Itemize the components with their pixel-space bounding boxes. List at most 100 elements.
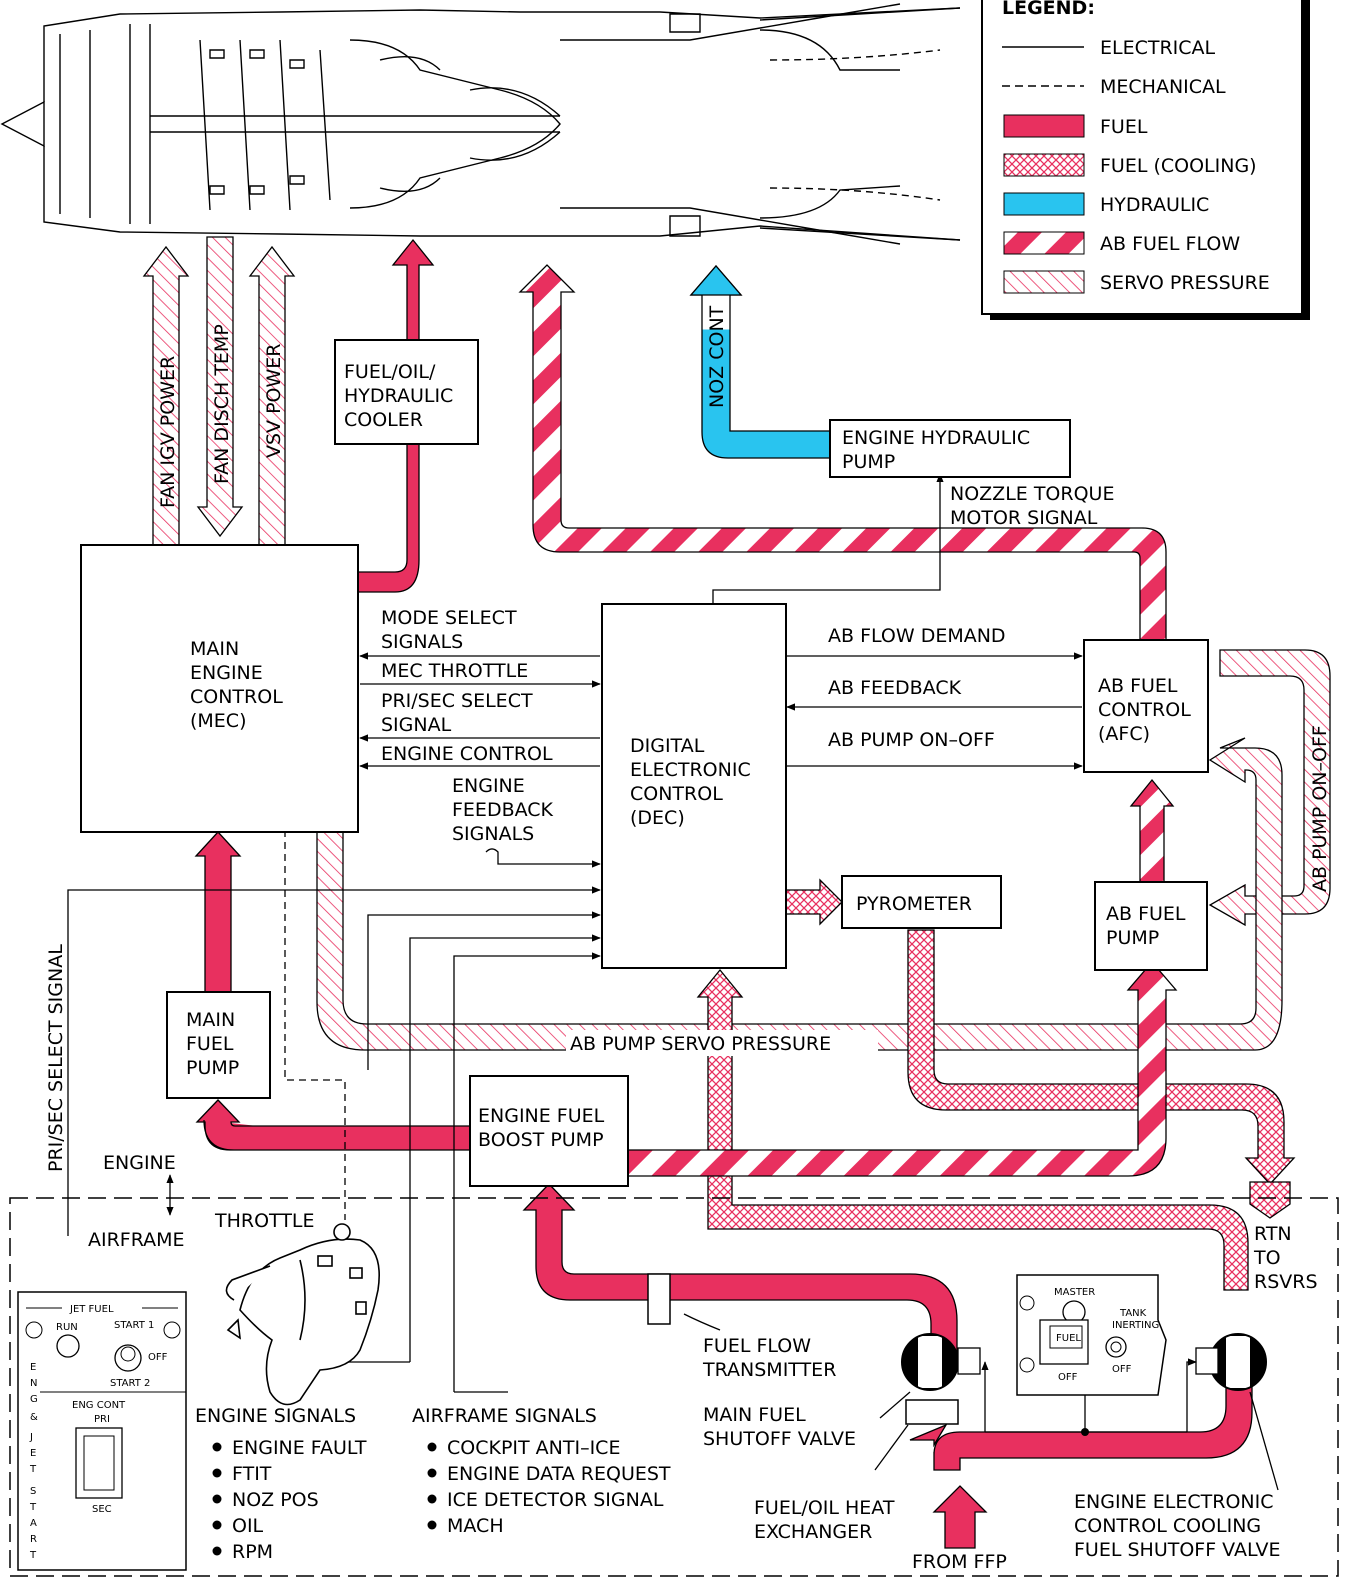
main-fuel-shutoff-valve (901, 1333, 981, 1391)
svg-text:&: & (30, 1412, 38, 1423)
throttle-grip-illustration (225, 1223, 380, 1406)
svg-text:S: S (30, 1486, 36, 1497)
svg-text:RPM: RPM (232, 1541, 273, 1563)
fuel-oil-heat-exchanger (905, 1399, 959, 1425)
eec-cooling-fuel-shutoff-valve (1195, 1333, 1267, 1391)
svg-text:NOZ POS: NOZ POS (232, 1489, 319, 1511)
svg-text:E: E (30, 1362, 36, 1373)
legend-hydraulic: HYDRAULIC (1100, 194, 1209, 216)
engine-control-label: ENGINE CONTROL (381, 743, 553, 765)
fuel-cooling-line-to-dec (696, 968, 1249, 1291)
rtn-to-rsvrs-arrow (1249, 1181, 1291, 1219)
svg-text:A: A (30, 1518, 37, 1529)
fuel-line-junction (909, 1423, 948, 1448)
fan-igv-power-label: FAN IGV POWER (157, 356, 179, 508)
fuel-line-from-ffp (932, 1485, 988, 1549)
pyrometer-label: PYROMETER (856, 893, 972, 915)
legend-fuel: FUEL (1100, 116, 1148, 138)
svg-text:OIL: OIL (232, 1515, 264, 1537)
ab-pump-on-off-label: AB PUMP ON–OFF (1309, 725, 1331, 892)
pyrometer-box (841, 875, 1002, 929)
run-light-icon (56, 1334, 80, 1358)
legend-fuel-cooling: FUEL (COOLING) (1100, 155, 1257, 177)
mec-throttle-label: MEC THROTTLE (381, 660, 528, 682)
svg-text:ENGINE DATA REQUEST: ENGINE DATA REQUEST (447, 1463, 671, 1485)
svg-text:START 2: START 2 (110, 1378, 150, 1389)
legend-ab-fuel-flow-swatch (1003, 231, 1085, 255)
svg-text:T: T (29, 1550, 37, 1561)
fuel-line-main-pump-to-mec (194, 831, 242, 993)
airframe-signals-title: AIRFRAME SIGNALS (412, 1405, 597, 1427)
legend-mechanical: MECHANICAL (1100, 76, 1226, 98)
svg-text:R: R (30, 1534, 37, 1545)
svg-text:N: N (30, 1378, 37, 1389)
ab-pump-servo-pressure-label: AB PUMP SERVO PRESSURE (570, 1033, 831, 1055)
jet-fuel-title: JET FUEL (69, 1304, 114, 1315)
engine-signals-list: ENGINE FAULT FTIT NOZ POS OIL RPM (212, 1437, 367, 1563)
noz-cont-label: NOZ CONT (706, 305, 728, 408)
cooler-box (334, 339, 479, 445)
fuel-cooling-return-line (907, 929, 1296, 1185)
legend: LEGEND: ELECTRICAL MECHANICAL FUEL FUEL … (981, 0, 1310, 320)
ab-pump-on-off-signal-label: AB PUMP ON–OFF (828, 729, 995, 751)
airframe-boundary (9, 1197, 1339, 1577)
ab-pump-on-off-servo-line (1208, 649, 1331, 927)
svg-text:ENG CONT: ENG CONT (72, 1400, 126, 1411)
pri-sec-select-signal-label: PRI/SEC SELECT SIGNAL (45, 944, 67, 1172)
svg-text:PRI: PRI (94, 1414, 110, 1425)
svg-text:T: T (29, 1502, 37, 1513)
servo-label-backing (566, 1030, 878, 1056)
svg-text:OFF: OFF (1112, 1364, 1132, 1375)
svg-text:ICE DETECTOR SIGNAL: ICE DETECTOR SIGNAL (447, 1489, 664, 1511)
vsv-power-label: VSV POWER (263, 343, 285, 458)
mec-box (80, 544, 359, 833)
airframe-label: AIRFRAME (88, 1229, 185, 1251)
legend-fuel-swatch (1003, 114, 1085, 138)
signal-lines (67, 473, 1279, 1491)
legend-electrical: ELECTRICAL (1100, 37, 1216, 59)
fuel-flow-transmitter (647, 1273, 671, 1325)
engine-hydraulic-pump-box (829, 419, 1071, 478)
from-ffp-label: FROM FFP (912, 1551, 1007, 1573)
fuel-line-boost-to-main-pump (195, 1099, 471, 1151)
svg-text:OFF: OFF (1058, 1372, 1078, 1383)
noz-cont-arrowhead (689, 265, 743, 296)
svg-text:T: T (29, 1464, 37, 1475)
fuel-line-mec-to-engine (356, 238, 435, 593)
ab-feedback-label: AB FEEDBACK (828, 677, 962, 699)
airframe-signals-list: COCKPIT ANTI–ICE ENGINE DATA REQUEST ICE… (427, 1437, 671, 1537)
svg-text:G: G (30, 1394, 38, 1405)
throttle-label: THROTTLE (214, 1210, 315, 1232)
svg-text:ENGINE FAULT: ENGINE FAULT (232, 1437, 367, 1459)
svg-text:START 1: START 1 (114, 1320, 154, 1331)
fan-disch-temp-line (196, 236, 244, 538)
fuel-cooling-line-to-pyrometer (785, 878, 843, 926)
fan-igv-power-line (142, 245, 190, 546)
dec-box (601, 603, 787, 969)
ab-fuel-pump-box (1094, 881, 1208, 971)
fuel-line-ffp-to-boost-pump (522, 1183, 958, 1363)
legend-hydraulic-swatch (1003, 192, 1085, 216)
afc-box (1083, 639, 1209, 773)
jet-fuel-panel: JET FUEL RUN START 1 OFF START 2 ENG CON… (17, 1291, 187, 1571)
engine-cross-section (0, 3, 961, 245)
svg-text:COCKPIT ANTI–ICE: COCKPIT ANTI–ICE (447, 1437, 620, 1459)
ab-fuel-flow-pump-to-afc (1129, 778, 1175, 883)
legend-servo-pressure-swatch (1003, 270, 1085, 294)
